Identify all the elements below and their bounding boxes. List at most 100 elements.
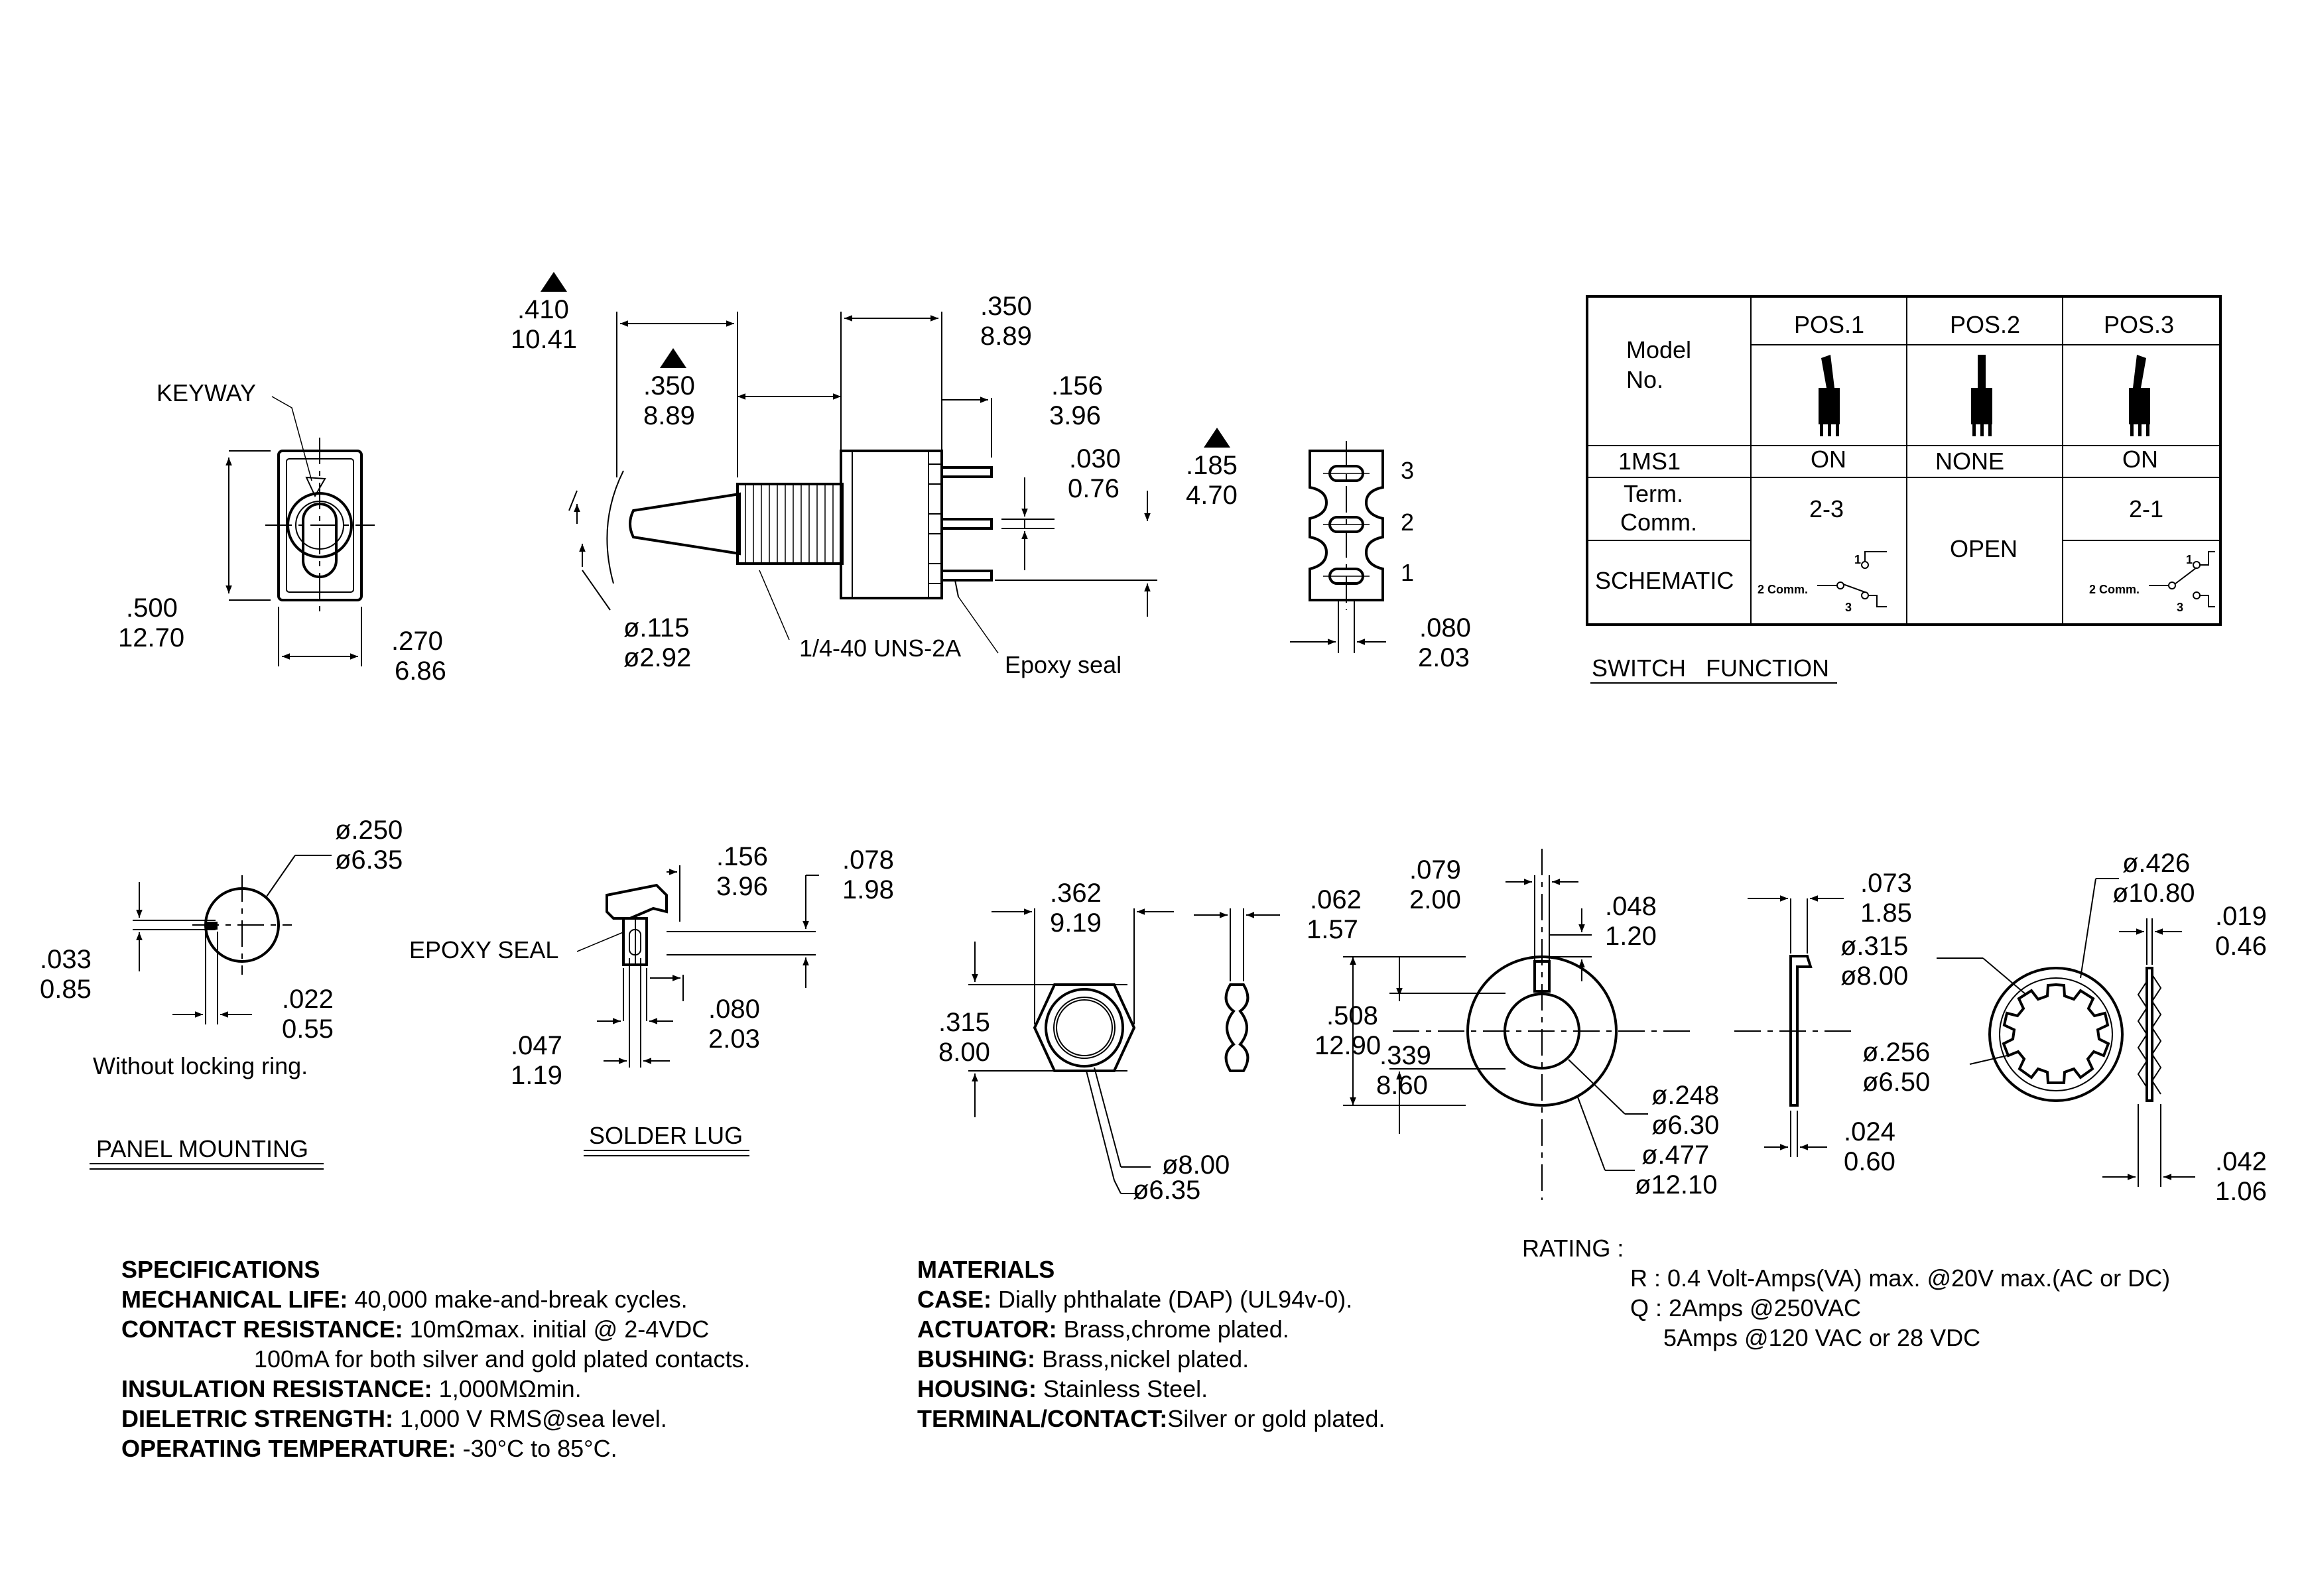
toggle-pos2-icon	[1971, 355, 1992, 436]
svg-text:3: 3	[1845, 601, 1852, 614]
washer-tooth-mm: 1.06	[2215, 1177, 2267, 1206]
ring-bore-mm: ø6.30	[1651, 1111, 1719, 1140]
housing-label: HOUSING:	[917, 1375, 1037, 1402]
term-pos3: 2-1	[2129, 495, 2163, 522]
term-pos1: 2-3	[1809, 495, 1844, 522]
toggle-pos3-icon	[2129, 355, 2150, 436]
case-value: Dially phthalate (DAP) (UL94v-0).	[992, 1286, 1353, 1313]
solder-lug-caption: SOLDER LUG	[589, 1122, 743, 1149]
nut-across-in: .362	[1050, 879, 1102, 908]
ring-key-w-mm: 2.00	[1409, 885, 1461, 914]
pos2-state: NONE	[1935, 448, 2004, 475]
table-header-pos3: POS.3	[2104, 311, 2174, 338]
washer-thk-in: .019	[2215, 902, 2267, 931]
bushing-label: BUSHING:	[917, 1345, 1035, 1373]
rating-q2: 5Amps @120 VAC or 28 VDC	[1663, 1324, 1981, 1351]
nut-across-mm: 9.19	[1050, 908, 1102, 938]
insulation-label: INSULATION RESISTANCE:	[121, 1375, 432, 1402]
lug-height-in: .078	[842, 845, 894, 875]
pitch-in: .185	[1186, 451, 1238, 480]
ring-tab-mm: 1.85	[1860, 898, 1912, 928]
temperature-label: OPERATING TEMPERATURE:	[121, 1435, 456, 1462]
terminal-label: TERMINAL/CONTACT:	[917, 1405, 1168, 1432]
pin-1-label: 1	[1401, 559, 1414, 586]
ring-thk-mm: 0.60	[1844, 1147, 1895, 1176]
terminal-len-in: .156	[1051, 371, 1103, 400]
ring-bore-in: ø.248	[1651, 1081, 1719, 1110]
rating-title: RATING :	[1522, 1235, 1624, 1262]
keyway-label: KEYWAY	[157, 379, 256, 406]
svg-text:2 Comm.: 2 Comm.	[1758, 583, 1808, 596]
lock-washer: ø.426 ø10.80 ø.315 ø8.00 ø.256 ø6.50 .01…	[1840, 849, 2267, 1206]
lug-width-mm: 2.03	[708, 1024, 760, 1054]
nut-inner-dia: ø6.35	[1133, 1176, 1200, 1205]
actuator-len-in: .410	[517, 295, 569, 324]
washer-id-in: ø.256	[1862, 1038, 1930, 1067]
model-value: 1MS1	[1618, 448, 1681, 475]
nut-flat-in: .315	[938, 1008, 990, 1037]
ring-od-in: ø.477	[1641, 1140, 1709, 1170]
side-view: .410 10.41 .350 8.89 .350 8.89 .156 3.96	[511, 272, 1238, 678]
specifications-block: SPECIFICATIONS MECHANICAL LIFE: 40,000 m…	[121, 1255, 750, 1463]
temperature-value: -30°C to 85°C.	[456, 1435, 617, 1462]
key-depth-in: .033	[40, 945, 92, 974]
bushing-len-mm: 8.89	[643, 401, 695, 430]
case-label: CASE:	[917, 1286, 992, 1313]
nut-flat-mm: 8.00	[938, 1038, 990, 1067]
term-pos2: OPEN	[1950, 535, 2018, 562]
thread-label: 1/4-40 UNS-2A	[799, 635, 961, 662]
washer-id-mm: ø6.50	[1862, 1068, 1930, 1097]
lug-len-in: .156	[716, 842, 768, 871]
lug-height-mm: 1.98	[842, 875, 894, 904]
panel-note: Without locking ring.	[93, 1052, 308, 1079]
mech-life-value: 40,000 make-and-break cycles.	[348, 1286, 688, 1313]
dielectric-value: 1,000 V RMS@sea level.	[393, 1405, 667, 1432]
spec-title: SPECIFICATIONS	[121, 1256, 320, 1283]
terminal-value: Silver or gold plated.	[1167, 1405, 1385, 1432]
front-height-mm: 12.70	[118, 623, 184, 652]
schematic-pos1-icon: 2 Comm. 1 3	[1758, 551, 1887, 614]
table-header-pos2: POS.2	[1950, 311, 2020, 338]
lug-hole-mm: 1.19	[511, 1061, 562, 1090]
toggle-pos1-icon	[1819, 355, 1840, 436]
dielectric-label: DIELETRIC STRENGTH:	[121, 1405, 393, 1432]
lug-len-mm: 3.96	[716, 872, 768, 901]
pos3-state: ON	[2122, 446, 2158, 473]
pin-width-in: .080	[1419, 613, 1471, 643]
svg-text:2 Comm.: 2 Comm.	[2089, 583, 2140, 596]
term-label-1: Term.	[1624, 480, 1683, 507]
hex-nut: .315 8.00 .362 9.19 .062 1.57 ø8.00 ø6.3…	[938, 879, 1362, 1205]
panel-mounting: ø.250 ø6.35 .033 0.85 .022 0.55 Without …	[40, 816, 403, 1170]
ring-key-w-in: .079	[1409, 855, 1461, 885]
ring-outer-in: .508	[1326, 1001, 1378, 1030]
svg-text:1: 1	[1854, 553, 1861, 566]
bushing-len-in: .350	[643, 371, 695, 400]
pos1-state: ON	[1811, 446, 1846, 473]
mech-life-label: MECHANICAL LIFE:	[121, 1286, 348, 1313]
front-width-mm: 6.86	[395, 656, 446, 686]
svg-text:1: 1	[2186, 553, 2193, 566]
contact-res-value: 10mΩmax. initial @ 2-4VDC	[403, 1316, 710, 1343]
washer-mid-mm: ø8.00	[1840, 961, 1908, 991]
housing-value: Stainless Steel.	[1037, 1375, 1208, 1402]
term-label-2: Comm.	[1620, 509, 1697, 536]
ring-key-h-in: .048	[1605, 892, 1657, 921]
ring-outer-mm: 12.90	[1314, 1031, 1381, 1060]
washer-thk-mm: 0.46	[2215, 932, 2267, 961]
pin-width-mm: 2.03	[1418, 643, 1470, 672]
nut-thk-in: .062	[1310, 885, 1362, 914]
schematic-label: SCHEMATIC	[1595, 567, 1734, 594]
ring-tab-in: .073	[1860, 869, 1912, 898]
washer-od-mm: ø10.80	[2112, 879, 2195, 908]
key-width-in: .022	[282, 985, 334, 1014]
washer-od-in: ø.426	[2122, 849, 2190, 878]
key-width-mm: 0.55	[282, 1014, 334, 1044]
ring-inner-mm: 8.60	[1376, 1071, 1428, 1100]
lug-width-in: .080	[708, 995, 760, 1024]
front-width-in: .270	[391, 627, 443, 656]
insulation-value: 1,000MΩmin.	[432, 1375, 582, 1402]
panel-mounting-caption: PANEL MOUNTING	[96, 1135, 308, 1162]
materials-title: MATERIALS	[917, 1256, 1055, 1283]
